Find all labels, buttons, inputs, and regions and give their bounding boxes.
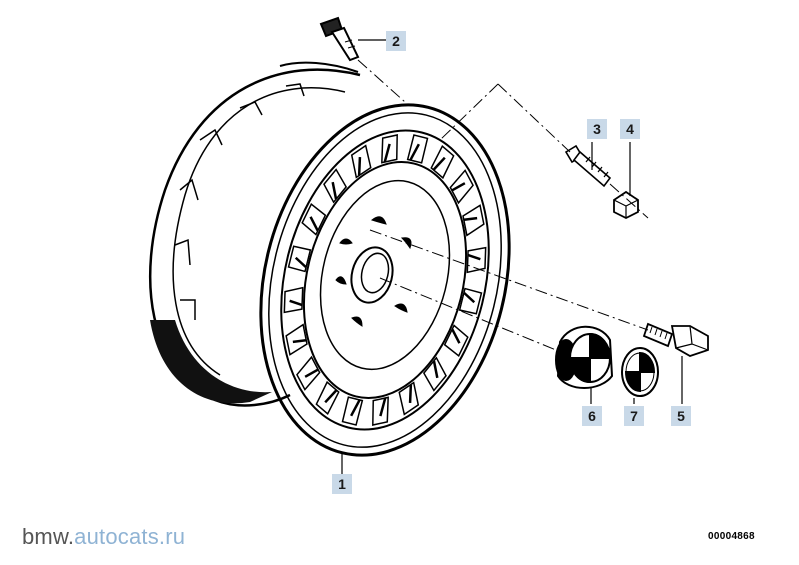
wheel-rim — [149, 61, 511, 457]
spoke-shadow — [463, 216, 478, 222]
spoke-shadow — [304, 368, 319, 378]
spoke-shadow — [451, 182, 466, 192]
spoke-shadow — [379, 397, 387, 417]
spoke-shadow — [383, 143, 391, 163]
spoke-slot — [350, 144, 372, 179]
callout-2[interactable]: 2 — [386, 31, 406, 51]
callout-3[interactable]: 3 — [587, 119, 607, 139]
watermark-brand: bmw. — [22, 524, 75, 549]
spoke-ring — [302, 161, 468, 399]
spoke-shadow — [324, 389, 338, 404]
barrel-details — [174, 83, 305, 320]
spoke-shadow — [357, 156, 362, 176]
spoke-shadow — [289, 299, 303, 307]
spoke-shadow — [350, 399, 361, 417]
lug-bolt — [642, 322, 709, 357]
spoke-shadow — [294, 256, 307, 269]
callout-7[interactable]: 7 — [624, 406, 644, 426]
spoke-slot — [398, 381, 420, 416]
spoke-slot — [283, 286, 304, 314]
spoke-slot — [422, 356, 447, 392]
spoke-slot — [466, 246, 487, 274]
bmw-emblem — [621, 347, 659, 397]
watermark-domain: autocats.ru — [74, 524, 186, 549]
spoke-shadow — [432, 156, 446, 171]
spoke-slot — [285, 323, 308, 356]
spoke-shadow — [467, 253, 481, 261]
callout-4[interactable]: 4 — [620, 119, 640, 139]
rim-barrel-back-edge — [279, 61, 359, 73]
spoke-slot — [323, 168, 348, 204]
anti-theft-spring — [564, 144, 612, 188]
spoke-slot — [462, 204, 485, 237]
hub-face — [319, 179, 451, 371]
rim-barrel-back-inner — [172, 87, 346, 376]
lock-nut — [613, 190, 639, 220]
callout-1[interactable]: 1 — [332, 474, 352, 494]
spoke-shadow — [408, 384, 413, 404]
hub-cap — [555, 325, 614, 389]
spoke-shadow — [331, 181, 338, 200]
rim-outer-lip-2 — [268, 112, 502, 448]
bolt-holes — [335, 216, 412, 327]
site-watermark: bmw.autocats.ru — [22, 524, 185, 550]
center-bore-inner — [360, 252, 390, 294]
center-bore — [350, 246, 394, 304]
spoke-shadow — [463, 291, 476, 304]
callout-5[interactable]: 5 — [671, 406, 691, 426]
spoke-shadow — [432, 360, 439, 379]
rim-barrel-shadow — [150, 320, 272, 404]
spoke-slots — [283, 134, 487, 426]
callout-6[interactable]: 6 — [582, 406, 602, 426]
spoke-shadow — [292, 338, 307, 344]
spoke-shadow — [451, 328, 461, 344]
diagram-part-number: 00004868 — [708, 531, 755, 542]
spoke-shadow — [309, 216, 319, 232]
rim-inner-flange — [280, 129, 490, 431]
spoke-slot — [301, 203, 327, 236]
spoke-slot — [449, 169, 474, 205]
center-lines — [357, 59, 649, 351]
spoke-slot — [296, 355, 321, 391]
rim-barrel-back — [149, 68, 361, 407]
leader-lines — [341, 39, 683, 474]
spoke-slot — [443, 324, 469, 357]
valve-stem — [319, 16, 360, 62]
spoke-shadow — [409, 143, 420, 161]
